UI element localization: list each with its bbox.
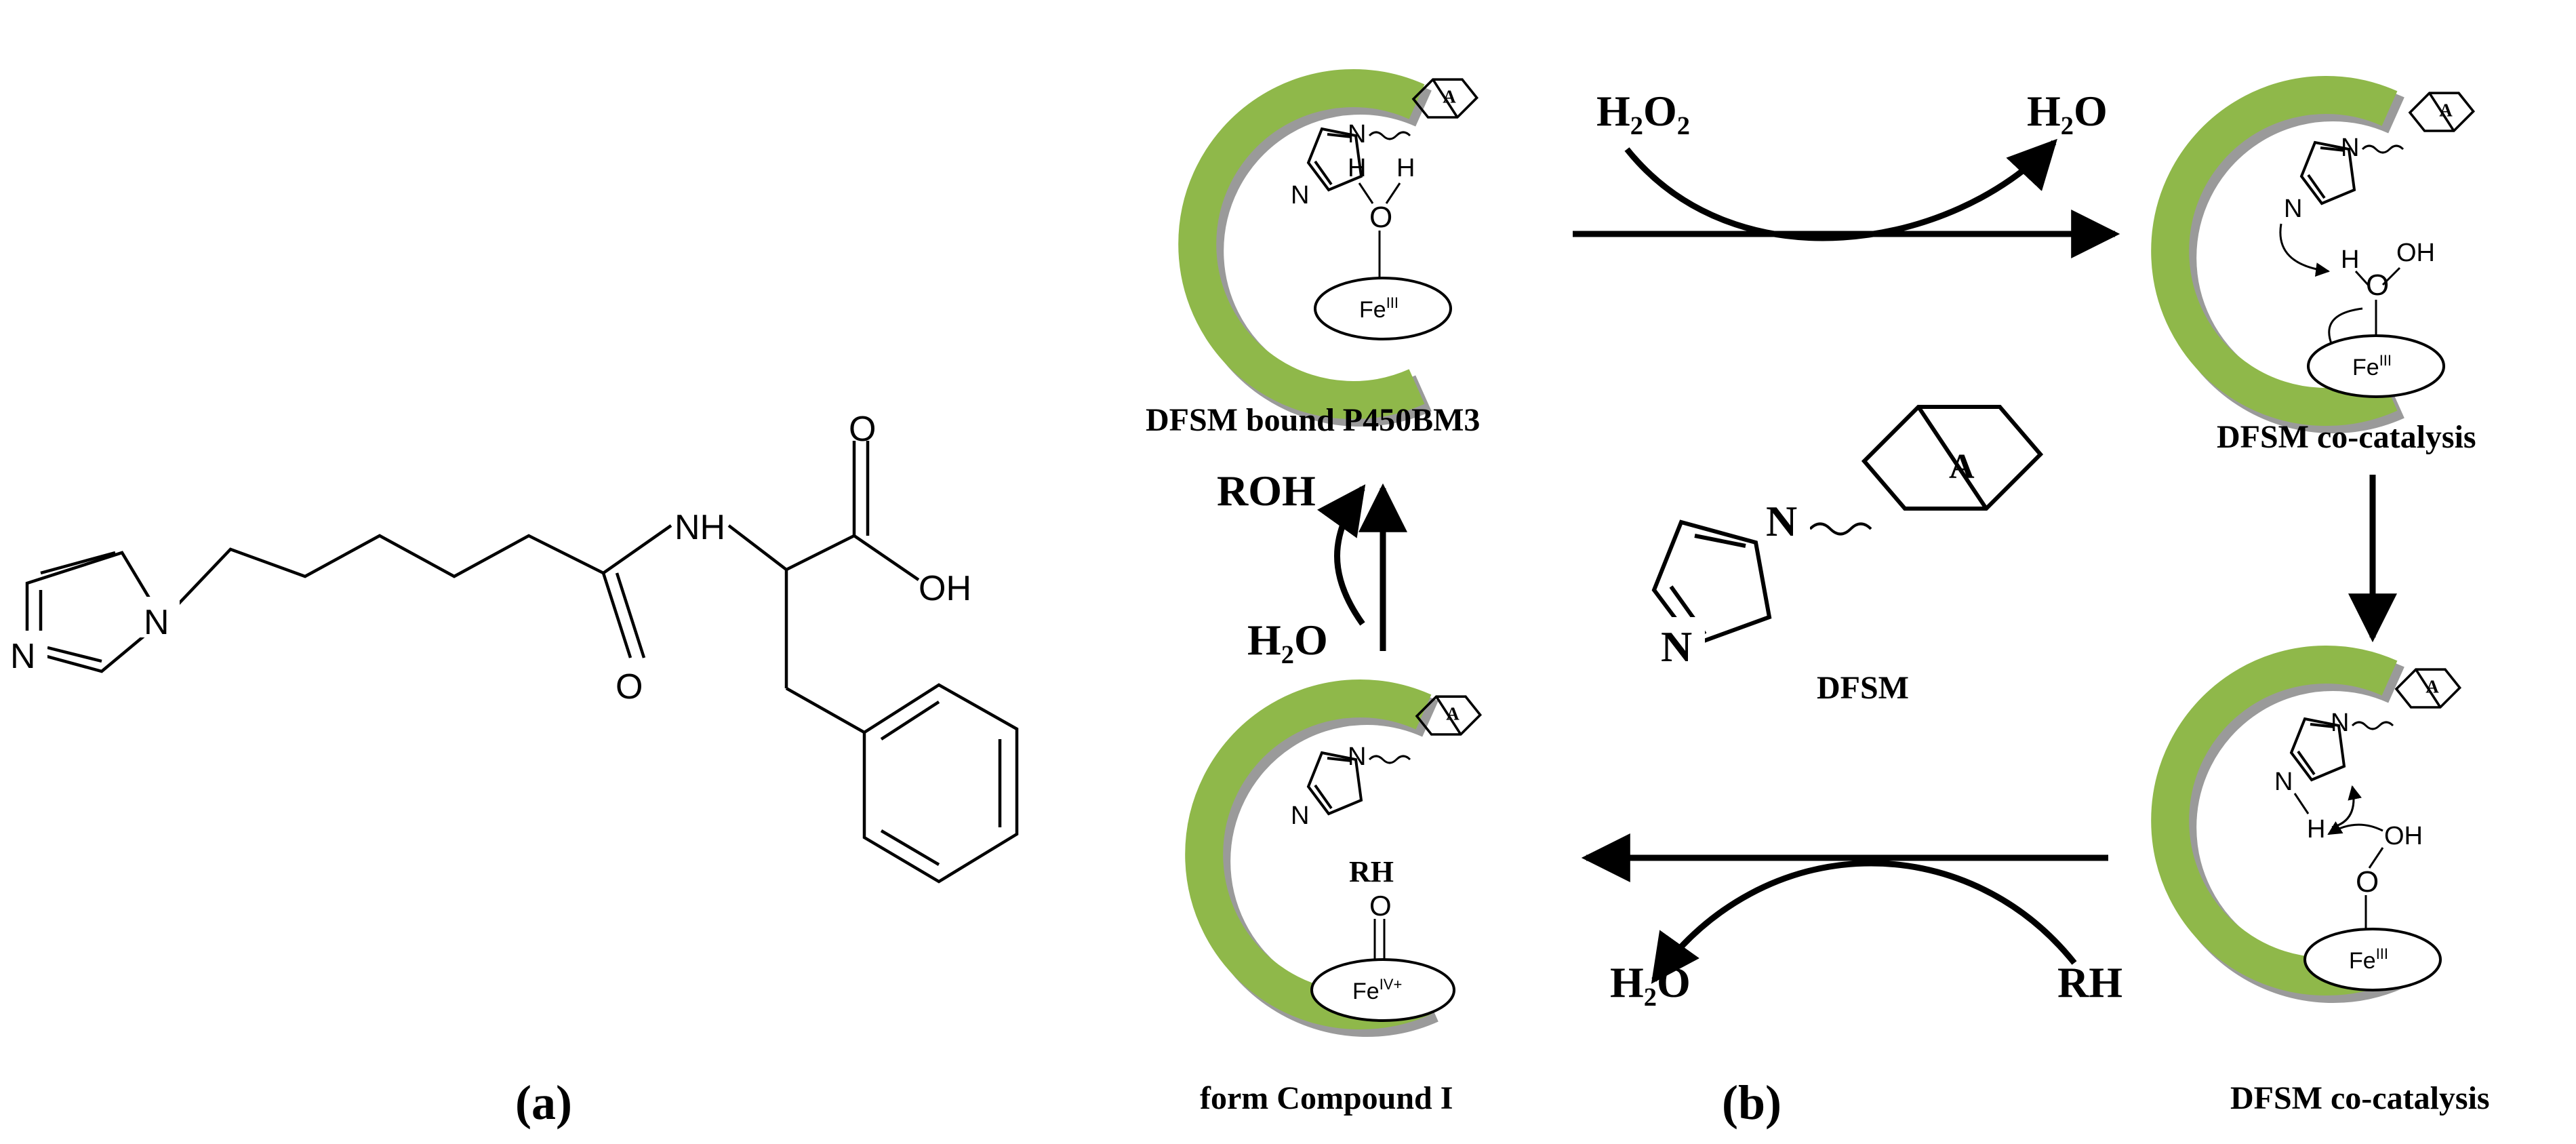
label-state-4: form Compound I: [1200, 1080, 1453, 1116]
atom-n-ring: N: [144, 603, 169, 642]
svg-text:OH: OH: [2396, 239, 2435, 267]
reagent-h2o-top: H₂O: [2027, 87, 2108, 135]
reagent-labels: H₂O₂ H₂O RH H₂O ROH H₂O: [1217, 87, 2122, 1006]
svg-text:FeIII: FeIII: [2352, 352, 2392, 380]
state-2-dfsm-cocatalysis: N N H OH O FeIII: [2170, 93, 2475, 414]
caption-a: (a): [515, 1076, 572, 1130]
svg-text:H: H: [1348, 154, 1366, 182]
label-state-3: DFSM co-catalysis: [2230, 1080, 2490, 1116]
state-1-dfsm-bound: N N H H O FeIII: [1197, 79, 1478, 407]
svg-text:O: O: [1369, 890, 1392, 922]
reagent-h2o2: H₂O₂: [1596, 87, 1690, 135]
svg-text:N: N: [1348, 743, 1366, 771]
svg-text:N: N: [1291, 181, 1309, 210]
svg-text:N: N: [2274, 768, 2293, 796]
svg-text:O: O: [1369, 201, 1392, 234]
state-labels: DFSM bound P450BM3 DFSM co-catalysis DFS…: [1146, 402, 2490, 1116]
svg-text:O: O: [2356, 865, 2379, 899]
svg-text:N: N: [1766, 497, 1797, 545]
state-3-dfsm-cocatalysis: N N H OH O FeIII: [2170, 665, 2461, 990]
arrow-h2o-roh-curve: [1317, 484, 1366, 626]
atom-oh: OH: [919, 569, 971, 608]
panel-a-molecule: [25, 441, 1019, 884]
center-dfsm-atoms: N N A: [1657, 448, 1975, 671]
svg-text:A: A: [1949, 448, 1975, 486]
panel-a-atom-labels: N N NH O O OH: [7, 410, 971, 707]
label-center-dfsm: DFSM: [1817, 670, 1909, 706]
reagent-rh: RH: [2057, 958, 2122, 1006]
center-dfsm-structure: [1651, 405, 2044, 647]
reagent-roh: ROH: [1217, 467, 1316, 515]
atom-n-bottom: N: [10, 637, 36, 676]
svg-text:N: N: [2341, 134, 2359, 162]
atom-o-acid: O: [849, 410, 876, 449]
state-4-compound-i: N N RH O FeIV+: [1204, 696, 1482, 1021]
arrow-rh-curve: [1651, 860, 2077, 984]
svg-text:H: H: [1396, 154, 1415, 182]
reagent-h2o-left: H₂O: [1247, 616, 1328, 664]
svg-text:N: N: [2284, 195, 2302, 223]
label-state-2: DFSM co-catalysis: [2217, 419, 2476, 455]
caption-b: (b): [1722, 1076, 1782, 1130]
svg-text:FeIII: FeIII: [1359, 294, 1398, 323]
svg-text:N: N: [1348, 120, 1366, 149]
svg-text:OH: OH: [2384, 822, 2423, 850]
reagent-h2o-bottom: H₂O: [1610, 958, 1691, 1006]
svg-text:O: O: [2366, 269, 2389, 302]
svg-text:H: H: [2307, 815, 2325, 844]
svg-text:N: N: [1291, 802, 1309, 830]
cycle-arrows: [1317, 138, 2397, 984]
atom-nh: NH: [675, 508, 725, 547]
svg-text:N: N: [1661, 623, 1692, 671]
svg-text:FeIII: FeIII: [2349, 945, 2388, 974]
atom-o-carbonyl: O: [616, 667, 643, 707]
svg-text:N: N: [2331, 709, 2349, 737]
svg-text:FeIV+: FeIV+: [1352, 976, 1402, 1004]
arrow-h2o2-curve: [1624, 138, 2057, 241]
small-rh: RH: [1349, 855, 1394, 888]
svg-text:H: H: [2341, 245, 2359, 274]
label-state-1: DFSM bound P450BM3: [1146, 402, 1480, 438]
